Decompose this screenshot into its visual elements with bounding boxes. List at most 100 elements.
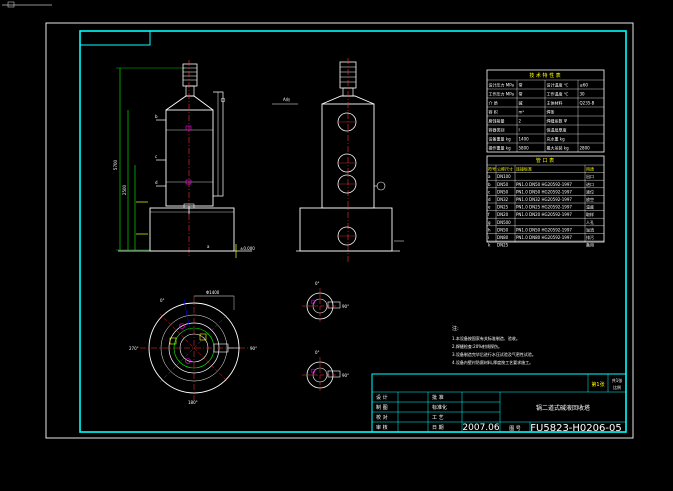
nozzle-cell: DN80 [497,235,509,240]
dim-plan-dia: Φ1400 [206,290,220,295]
tech-cell: 常 [519,82,523,88]
svg-text:90°: 90° [250,346,257,351]
nozzle-cell: 溢流 [586,226,594,232]
tb-standard: 标准化 [432,404,447,411]
tech-cell: 容器类别 [489,127,505,133]
nozzle-header-cell: 符号 [488,166,496,172]
svg-text:0°: 0° [315,281,320,286]
nozzle-cell: PN1.0 DN50 HG20592-1997 [516,227,572,232]
tb-audit: 审 核 [376,424,388,431]
nozzle-cell: DN500 [497,220,511,225]
dim-elev-left: 2500 [122,184,127,195]
tb-date: 2007.06 [462,423,499,433]
tb-scale: 比例 [613,384,621,390]
svg-text:90°: 90° [342,373,349,378]
nozzle-cell: 液位 [586,188,594,194]
svg-text:270°: 270° [129,346,139,351]
nozzle-cell: a [488,174,491,179]
sheet-outer-border [45,22,634,439]
tech-cell: 操作重量 kg [489,145,512,151]
nozzle-cell: h [488,227,491,232]
nozzle-cell: PN1.0 DN20 HG20592-1997 [516,212,572,217]
tech-cell: m³ [519,110,525,115]
note-line-2: 2.焊缝检查:20%射线探伤。 [452,343,502,349]
tb-approve: 批 准 [432,394,444,401]
nozzle-cell: DN100 [497,174,511,179]
svg-text:0°: 0° [160,298,165,303]
plan-view: Φ1400 270° 90° 180° 0° [129,290,257,405]
nozzle-cell: 取样 [586,211,594,217]
svg-text:a: a [207,244,210,249]
sheet-inner-frame [79,30,627,433]
svg-text:A向: A向 [283,96,290,102]
tb-date-label: 日 期 [432,425,444,431]
nozzle-table-title: 管 口 表 [536,157,554,164]
svg-text:d: d [155,180,158,185]
tech-cell: 设备重量 kg [489,136,512,142]
tech-cell: 碱 [519,100,523,106]
tech-cell: 设计温度 ℃ [547,82,569,88]
nozzle-cell: e [488,205,491,210]
nozzle-cell: DN32 [497,197,509,202]
nozzle-cell: DN20 [497,212,509,217]
nozzle-cell: DN25 [497,243,509,248]
tech-cell: 主体材料 [547,100,563,106]
nozzle-cell: PN1.0 DN50 HG20592-1997 [516,182,572,187]
nozzle-cell: PN1.0 DN32 HG20592-1997 [516,197,572,202]
nozzle-cell: g [488,220,491,225]
nozzle-cell: PN1.0 DN25 HG20592-1997 [516,205,572,210]
elevation-front: 5700 2500 [113,60,255,258]
nozzle-cell: 放空 [586,196,594,202]
nozzle-cell: d [488,197,491,202]
svg-text:90°: 90° [342,304,349,309]
note-line-4: 4.设备内壁衬防腐材料,厚度按工艺要求施工。 [452,359,533,365]
nozzle-cell: b [488,182,491,187]
tb-drawing-number: FU5823-H0206-05 [530,423,621,434]
nozzle-header-cell: 用途 [586,166,594,172]
nozzle-header-cell: 公称尺寸 [497,166,513,172]
tb-unit: 共1张 [612,377,623,383]
nozzle-cell: i [488,235,489,240]
tech-table-title: 技 术 特 性 表 [529,72,560,79]
nozzle-cell: 进口 [586,181,594,187]
detail-bottom: 0° 90° [302,350,349,393]
tech-cell: 2800 [580,146,591,151]
svg-text:b: b [155,114,158,119]
svg-text:180°: 180° [188,400,198,405]
notes-heading: 注: [452,325,459,332]
svg-text:c: c [155,154,157,159]
tb-process: 工 艺 [432,415,444,421]
nozzle-cell: DN50 [497,227,509,232]
tech-cell: 焊缝系数 Ψ [547,118,567,124]
nozzle-cell: DN50 [497,189,509,194]
detail-top: 0° 90° [302,281,349,324]
tech-cell: 30 [580,92,586,97]
dim-elev-mark: ±0.000 [240,246,255,251]
nozzle-cell: f [488,212,490,217]
corner-box [79,30,151,46]
tb-draw: 制 图 [376,404,388,411]
elevation-side: A向 [272,58,404,262]
nozzle-cell: DN50 [497,182,509,187]
tb-sheet: 第1张 [591,381,604,388]
nozzle-cell: 人孔 [586,219,594,225]
toolbar-stub [2,1,52,8]
tech-cell: 5800 [519,146,530,151]
tech-cell: 腐蚀裕量 [489,118,505,124]
tb-check: 校 对 [376,414,388,421]
tech-cell: 保温层厚度 [547,127,567,133]
tech-cell: Q235-B [580,101,595,106]
tech-cell: 介 质 [489,100,498,106]
tech-cell: ≤60 [580,83,589,88]
tech-cell: 最大吊装 kg [547,145,570,151]
tech-cell: 常 [519,91,523,97]
tech-cell: Ⅰ [519,128,520,133]
svg-text:0°: 0° [315,350,320,355]
tech-cell: 容 积 [489,109,498,115]
tech-cell: 2 [519,119,522,124]
nozzle-cell: 排污 [586,234,594,240]
note-line-1: 1.本设备按国家有关标准制造、验收。 [452,335,520,341]
nozzle-header-cell: 连接标准 [516,166,532,172]
